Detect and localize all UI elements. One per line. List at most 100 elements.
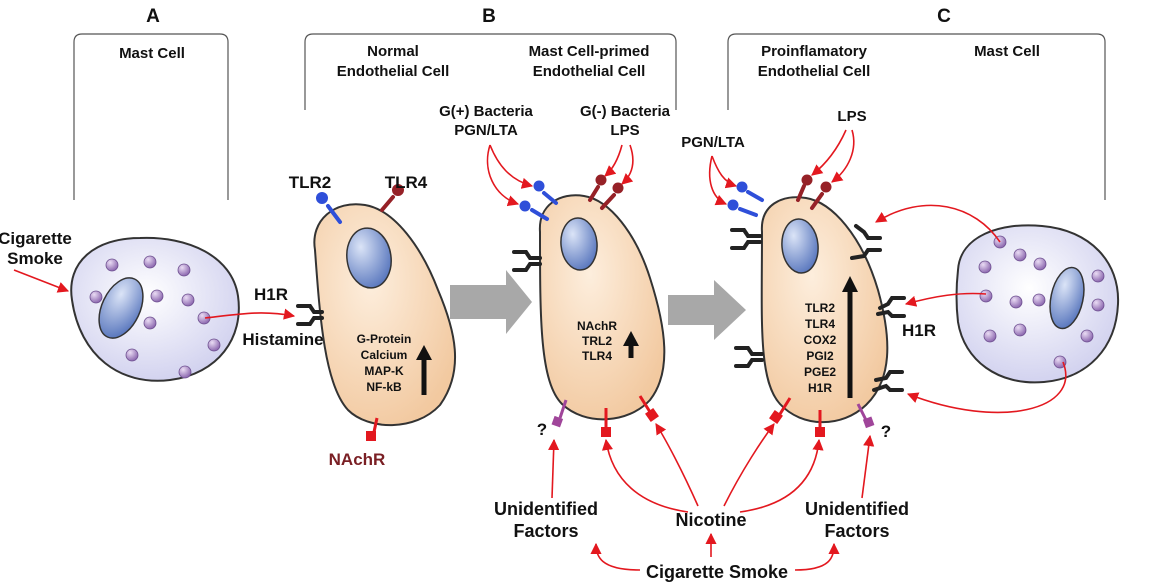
unidentified-left-2: Factors — [513, 521, 578, 541]
bracket-c — [727, 33, 1106, 200]
nachr-stalk-b1 — [372, 417, 379, 433]
cell-b1-item-3: NF-kB — [366, 380, 402, 394]
cell-c-item-0: TLR2 — [805, 301, 835, 315]
arrow-smoke-to-unid-left — [590, 542, 641, 571]
cell-b1-item-1: Calcium — [361, 348, 408, 362]
histamine-label: Histamine — [242, 330, 323, 349]
arrow-nic-ca — [723, 423, 775, 507]
gpos-bacteria-label: G(+) Bacteria — [439, 103, 533, 120]
tlr4-stalk-ca — [796, 184, 806, 202]
tlr4-head-b1 — [392, 184, 404, 196]
h1r-label-c: H1R — [902, 321, 936, 340]
header-b-primed-2: Endothelial Cell — [533, 63, 646, 80]
arrow-nic-cb — [739, 438, 824, 513]
arrow-lps-ca — [811, 129, 847, 176]
mast-granules-a — [89, 255, 221, 379]
tlr2-head-ca — [736, 181, 748, 193]
question-left: ? — [537, 420, 547, 439]
h1r-receptor-c1 — [730, 228, 762, 250]
cell-b1-item-0: G-Protein — [357, 332, 412, 346]
cigarette-smoke-bottom: Cigarette Smoke — [646, 562, 788, 582]
arrow-histamine — [204, 308, 296, 320]
cigarette-smoke-a-2: Smoke — [7, 249, 63, 268]
tlr4-stalk-cb — [810, 192, 824, 210]
arrow-pgn-b2b — [486, 144, 520, 207]
nachr-head-cb — [815, 427, 825, 437]
nucleus-b2 — [560, 217, 598, 271]
arrow-mast-c-to-h1r-top — [875, 204, 1001, 243]
cell-c-item-4: PGE2 — [804, 365, 836, 379]
tlr2-stalk-b2b — [530, 208, 549, 221]
nachr-stalk-b2b — [638, 395, 652, 413]
h1r-receptor-b2 — [512, 250, 542, 272]
tlr2-stalk-b1 — [326, 204, 342, 224]
up-arrow-b1-head — [416, 345, 432, 360]
unidentified-left-1: Unidentified — [494, 499, 598, 519]
cell-b2-item-2: TLR4 — [582, 349, 612, 363]
cigarette-smoke-a-1: Cigarette — [0, 229, 72, 248]
unidentified-right-1: Unidentified — [805, 499, 909, 519]
header-c-proinflam-1: Proinflamatory — [761, 43, 868, 60]
nachr-head-ca — [769, 410, 783, 424]
mast-nucleus-a — [98, 277, 144, 339]
unid-receptor-stalk-c — [856, 403, 868, 421]
arrow-pgn-b2a — [489, 144, 534, 189]
mast-cell-a — [70, 236, 240, 382]
tlr2-head-b2a — [533, 180, 545, 192]
cell-c-item-2: COX2 — [804, 333, 837, 347]
arrow-nic-b2b — [655, 423, 699, 507]
tlr4-head-ca — [801, 174, 813, 186]
header-b-normal-1: Normal — [367, 43, 419, 60]
h1r-label-a: H1R — [254, 285, 288, 304]
panel-label-c: C — [937, 6, 951, 27]
tlr2-stalk-b2a — [542, 191, 558, 205]
arrow-smoke-to-unid-right — [794, 542, 840, 571]
gneg-bacteria-label: G(-) Bacteria — [580, 103, 671, 120]
arrow-mast-c-to-h1r-bottom — [906, 361, 1067, 414]
cell-c-item-5: H1R — [808, 381, 832, 395]
cell-b2-item-0: NAchR — [577, 319, 617, 333]
arrow-lps-cb — [831, 129, 855, 183]
big-arrow-1 — [450, 270, 532, 334]
cell-c-item-1: TLR4 — [805, 317, 835, 331]
tlr2-head-cb — [727, 199, 739, 211]
cell-b2-item-1: TRL2 — [582, 334, 612, 348]
arrow-lps-b2a — [604, 144, 623, 177]
nachr-head-b2a — [601, 427, 611, 437]
endothelial-cell-b2 — [538, 194, 666, 421]
header-b-primed-1: Mast Cell-primed — [529, 43, 650, 60]
c-pgn-label: PGN/LTA — [681, 134, 745, 151]
nucleus-b1 — [346, 227, 392, 289]
arrow-lps-b2b — [621, 144, 634, 185]
tlr2-head-b1 — [316, 192, 328, 204]
arrow-nic-b2a — [601, 438, 689, 513]
panel-label-a: A — [146, 6, 160, 27]
c-lps-label: LPS — [837, 108, 866, 125]
gneg-lps-label: LPS — [610, 122, 639, 139]
header-b-normal-2: Endothelial Cell — [337, 63, 450, 80]
h1r-receptor-c3 — [850, 224, 882, 260]
h1r-receptor-c4 — [876, 296, 906, 318]
gpos-pgn-label: PGN/LTA — [454, 122, 518, 139]
arrow-smoke-to-mast — [13, 269, 70, 293]
tlr4-head-b2a — [595, 174, 607, 186]
unidentified-right-2: Factors — [824, 521, 889, 541]
tlr2-label: TLR2 — [289, 173, 332, 192]
tlr4-stalk-b2a — [588, 185, 600, 202]
bracket-a — [73, 33, 229, 200]
h1r-receptor-c2 — [734, 346, 764, 368]
nucleus-c — [781, 218, 819, 274]
header-a-mast-cell: Mast Cell — [119, 45, 185, 62]
cell-c-item-3: PGI2 — [806, 349, 834, 363]
arrow-pgn-ca — [711, 155, 738, 189]
unid-receptor-stalk-b2 — [558, 399, 568, 419]
nachr-stalk-ca — [778, 397, 792, 415]
header-c-mast-cell: Mast Cell — [974, 43, 1040, 60]
big-arrow-2 — [668, 280, 746, 340]
mast-nucleus-c — [1049, 266, 1085, 330]
tlr4-stalk-b1 — [380, 195, 395, 212]
h1r-receptor-b1 — [296, 304, 324, 326]
tlr4-head-cb — [820, 181, 832, 193]
tlr2-stalk-ca — [746, 190, 764, 202]
